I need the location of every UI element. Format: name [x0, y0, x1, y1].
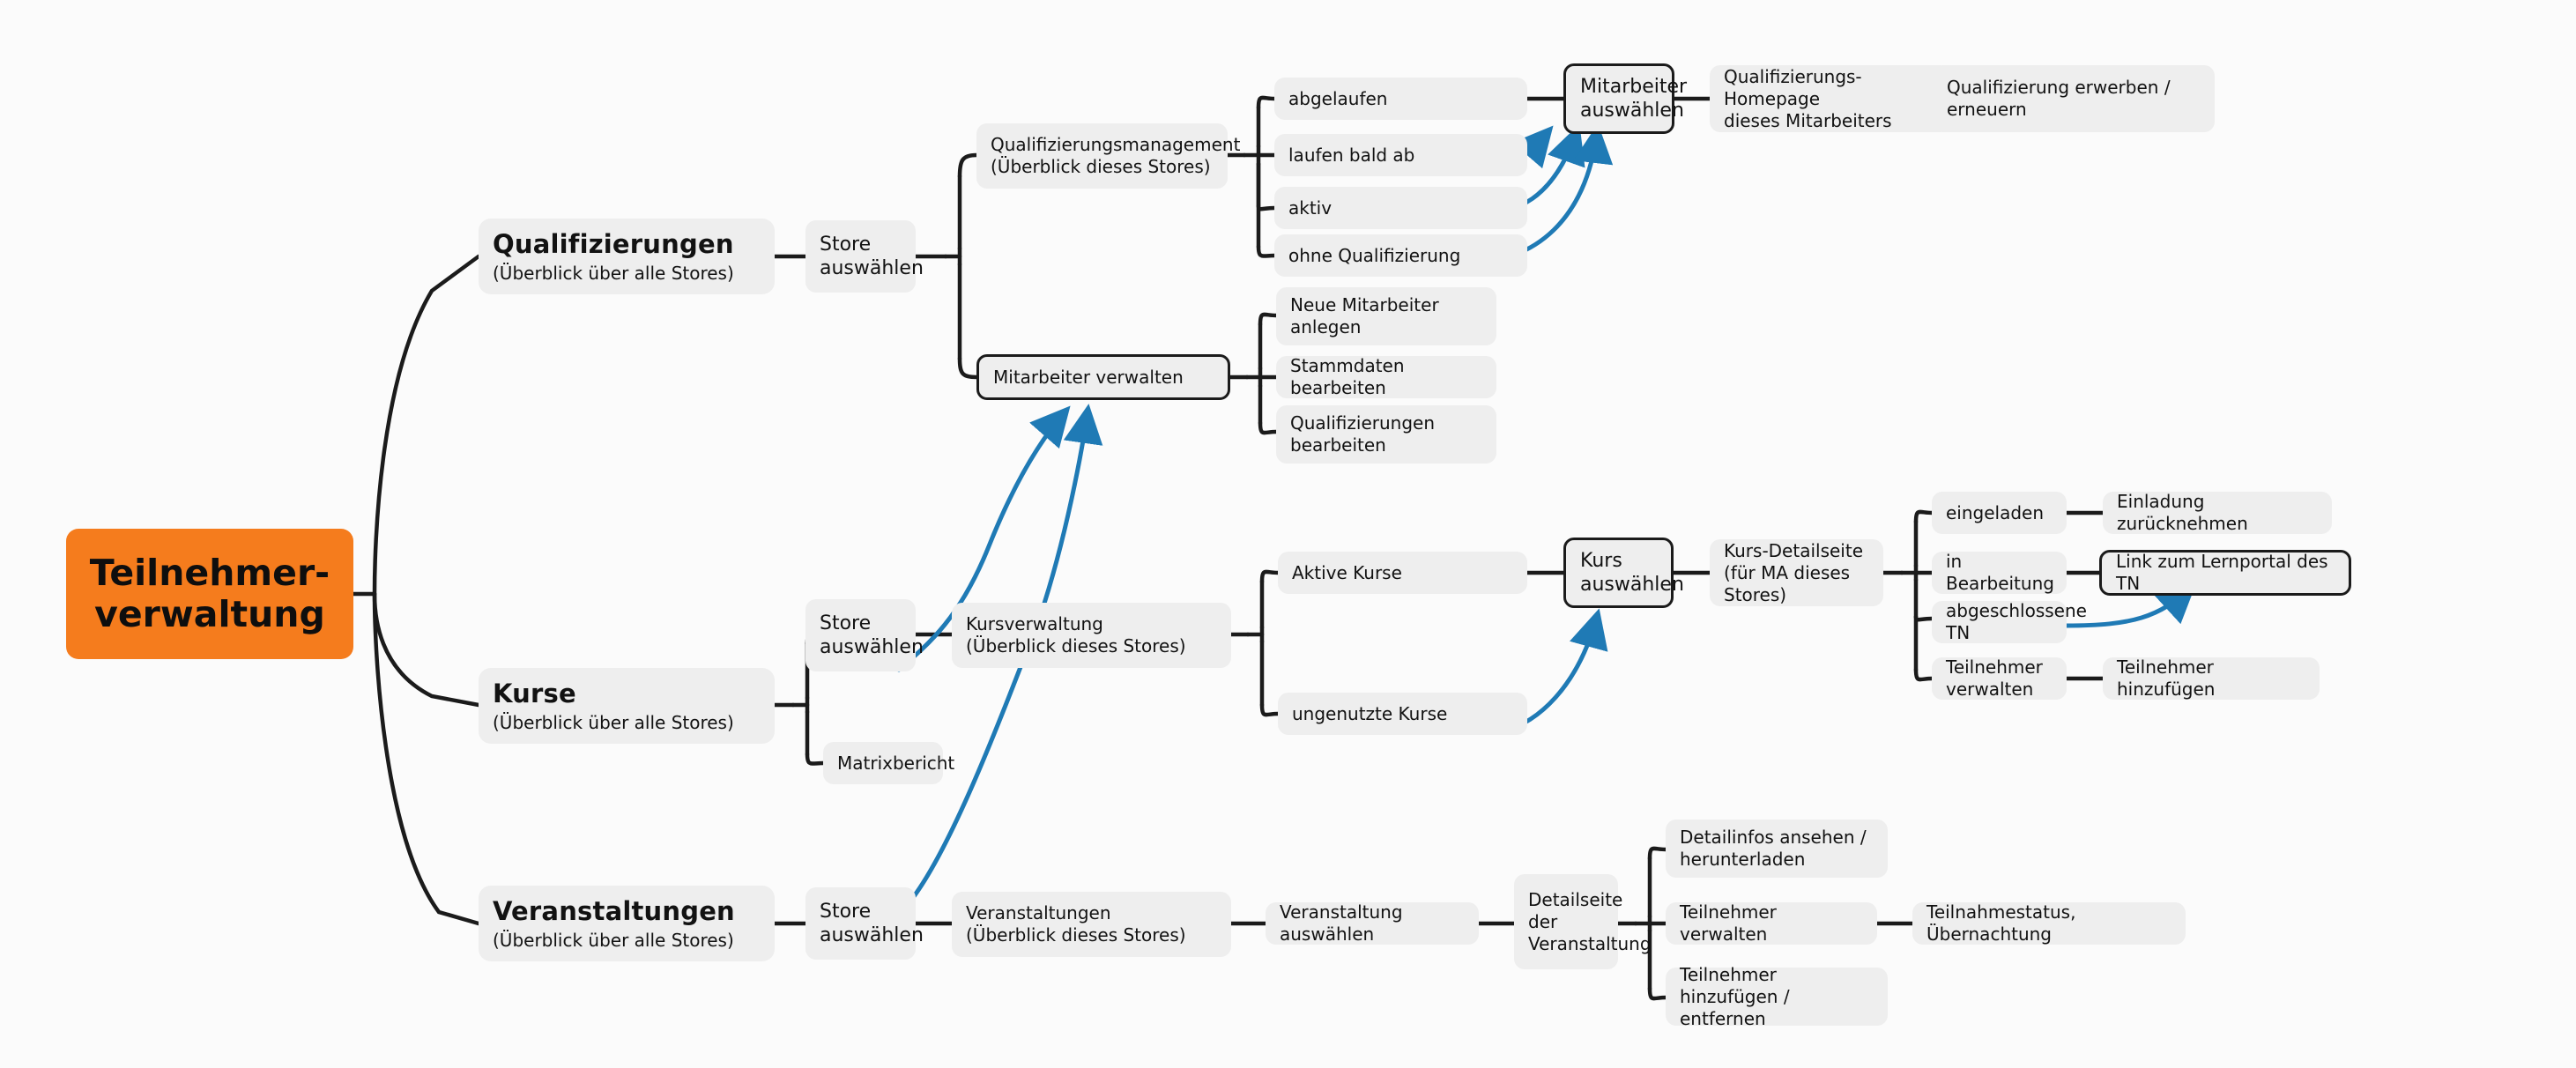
qual-state-ohne-qualifizierung[interactable]: ohne Qualifizierung: [1274, 234, 1527, 277]
ma-action-line2: anlegen: [1290, 316, 1362, 337]
qual-state-label: laufen bald ab: [1288, 144, 1415, 166]
tn-action-teilnehmer-hinzufuegen[interactable]: Teilnehmer hinzufügen: [2103, 656, 2320, 700]
va-action-detailinfos[interactable]: Detailinfos ansehen / herunterladen: [1666, 820, 1888, 878]
qualifizierung-erwerben-erneuern[interactable]: Qualifizierung erwerben / erneuern: [1933, 65, 2215, 132]
erwerben-line2: erneuern: [1947, 99, 2027, 120]
qm-line2: (Überblick dieses Stores): [991, 156, 1211, 177]
kurse-matrixbericht[interactable]: Matrixbericht: [823, 742, 955, 784]
qual-state-label: aktiv: [1288, 197, 1333, 219]
tn-state-label: Teilnehmer verwalten: [1946, 656, 2043, 700]
branch-veranstaltungen-title: Veranstaltungen: [493, 896, 735, 927]
ma-action-line1: Neue Mitarbeiter: [1290, 294, 1439, 315]
root-title-line1: Teilnehmer-: [89, 551, 330, 594]
ma-line1: Mitarbeiter: [1580, 75, 1688, 98]
mitarbeiter-auswaehlen[interactable]: Mitarbeiter auswählen: [1563, 63, 1688, 134]
kurs-auswaehlen[interactable]: Kurs auswählen: [1563, 538, 1684, 608]
qm-line1: Qualifizierungsmanagement: [991, 134, 1241, 155]
qual-state-abgelaufen[interactable]: abgelaufen: [1274, 78, 1527, 120]
qual-state-laufen-bald-ab[interactable]: laufen bald ab: [1274, 134, 1527, 176]
qualifizierungs-homepage[interactable]: Qualifizierungs-Homepage dieses Mitarbei…: [1710, 65, 1950, 132]
va-action-line1: Detailinfos ansehen /: [1680, 827, 1867, 848]
kurs-detailseite[interactable]: Kurs-Detailseite (für MA dieses Stores): [1710, 539, 1883, 606]
tn-state-label: abgeschlossene TN: [1946, 600, 2087, 643]
matrixbericht-label: Matrixbericht: [837, 752, 955, 774]
qual-state-label: abgelaufen: [1288, 87, 1388, 109]
va-teilnahmestatus-label: Teilnahmestatus, Übernachtung: [1926, 901, 2076, 945]
ma-action-neue-mitarbeiter-anlegen[interactable]: Neue Mitarbeiter anlegen: [1276, 287, 1496, 345]
veranstaltungen-uebersicht-line2: (Überblick dieses Stores): [966, 924, 1186, 946]
veranstaltung-auswaehlen-label: Veranstaltung auswählen: [1280, 901, 1403, 945]
branch-qualifizierungen[interactable]: Qualifizierungen (Überblick über alle St…: [479, 219, 775, 294]
store-line2: auswählen: [820, 924, 924, 946]
veranstaltung-auswaehlen[interactable]: Veranstaltung auswählen: [1266, 901, 1479, 945]
branch-kurse-title: Kurse: [493, 679, 576, 709]
detailseite-line3: Veranstaltung: [1528, 932, 1652, 954]
kurs-state-label: Aktive Kurse: [1292, 561, 1402, 583]
veranstaltungen-uebersicht[interactable]: Veranstaltungen (Überblick dieses Stores…: [952, 892, 1231, 957]
kursverwaltung-line2: (Überblick dieses Stores): [966, 635, 1186, 656]
mitarbeiter-verwalten[interactable]: Mitarbeiter verwalten: [976, 354, 1230, 400]
ma-line2: auswählen: [1580, 100, 1684, 122]
store-line1: Store: [820, 900, 872, 923]
kurs-state-ungenutzte-kurse[interactable]: ungenutzte Kurse: [1278, 693, 1527, 735]
detailseite-line1: Detailseite: [1528, 888, 1623, 910]
veranstaltungen-uebersicht-line1: Veranstaltungen: [966, 902, 1111, 923]
qualifizierungen-store-auswaehlen[interactable]: Store auswählen: [805, 220, 924, 293]
tn-state-label: in Bearbeitung: [1946, 551, 2054, 594]
kurs-detailseite-line1: Kurs-Detailseite: [1724, 539, 1863, 561]
qualifizierungsmanagement[interactable]: Qualifizierungsmanagement (Überblick die…: [976, 123, 1241, 189]
tn-state-abgeschlossene-tn[interactable]: abgeschlossene TN: [1932, 600, 2087, 643]
tn-action-link-lernportal[interactable]: Link zum Lernportal des TN: [2099, 550, 2351, 596]
tn-action-label: Einladung zurücknehmen: [2117, 491, 2248, 534]
ma-action-line2: bearbeiten: [1290, 434, 1386, 456]
store-line1: Store: [820, 612, 872, 634]
va-action-teilnehmer-hinzufuegen[interactable]: Teilnehmer hinzufügen / entfernen: [1666, 964, 1888, 1029]
store-line2: auswählen: [820, 257, 924, 279]
veranstaltungen-store-auswaehlen[interactable]: Store auswählen: [805, 887, 924, 960]
homepage-line1: Qualifizierungs-Homepage: [1724, 65, 1862, 109]
kursverwaltung[interactable]: Kursverwaltung (Überblick dieses Stores): [952, 603, 1231, 668]
va-action-line1: Teilnehmer verwalten: [1680, 901, 1777, 945]
branch-veranstaltungen-subtitle: (Überblick über alle Stores): [493, 929, 734, 951]
qual-state-aktiv[interactable]: aktiv: [1274, 187, 1527, 229]
kurs-auswaehlen-line2: auswählen: [1580, 574, 1684, 596]
tn-action-label: Teilnehmer hinzufügen: [2117, 656, 2216, 700]
root-title-line2: verwaltung: [94, 593, 325, 635]
branch-veranstaltungen[interactable]: Veranstaltungen (Überblick über alle Sto…: [479, 886, 775, 961]
tn-state-eingeladen[interactable]: eingeladen: [1932, 492, 2067, 534]
branch-kurse-subtitle: (Überblick über alle Stores): [493, 711, 734, 733]
ma-action-line1: Qualifizierungen: [1290, 412, 1435, 434]
tn-action-label: Link zum Lernportal des TN: [2116, 551, 2328, 594]
tn-action-einladung-zuruecknehmen[interactable]: Einladung zurücknehmen: [2103, 491, 2332, 534]
ma-action-line1: Stammdaten bearbeiten: [1290, 355, 1405, 398]
store-line2: auswählen: [820, 636, 924, 658]
kursverwaltung-line1: Kursverwaltung: [966, 613, 1103, 634]
kurs-detailseite-line2: (für MA dieses Stores): [1724, 561, 1851, 605]
erwerben-line1: Qualifizierung erwerben /: [1947, 77, 2171, 98]
ma-action-qualifizierungen-bearbeiten[interactable]: Qualifizierungen bearbeiten: [1276, 405, 1496, 464]
root-node[interactable]: Teilnehmer- verwaltung: [66, 529, 353, 659]
kurs-state-label: ungenutzte Kurse: [1292, 702, 1448, 724]
tn-state-in-bearbeitung[interactable]: in Bearbeitung: [1932, 551, 2067, 594]
va-action-line2: entfernen: [1680, 1007, 1766, 1029]
branch-qualifizierungen-title: Qualifizierungen: [493, 229, 734, 260]
detailseite-line2: der: [1528, 910, 1558, 932]
branch-qualifizierungen-subtitle: (Überblick über alle Stores): [493, 262, 734, 284]
mitarbeiter-verwalten-label: Mitarbeiter verwalten: [993, 366, 1184, 388]
ma-action-stammdaten-bearbeiten[interactable]: Stammdaten bearbeiten: [1276, 355, 1496, 398]
va-action-line1: Teilnehmer hinzufügen /: [1680, 963, 1790, 1007]
kurse-store-auswaehlen[interactable]: Store auswählen: [805, 599, 924, 671]
tn-state-teilnehmer-verwalten[interactable]: Teilnehmer verwalten: [1932, 656, 2067, 700]
branch-kurse[interactable]: Kurse (Überblick über alle Stores): [479, 668, 775, 744]
kurs-auswaehlen-line1: Kurs: [1580, 549, 1622, 572]
homepage-line2: dieses Mitarbeiters: [1724, 109, 1892, 131]
qual-state-label: ohne Qualifizierung: [1288, 244, 1461, 266]
va-teilnahmestatus[interactable]: Teilnahmestatus, Übernachtung: [1912, 901, 2186, 945]
va-action-teilnehmer-verwalten[interactable]: Teilnehmer verwalten: [1666, 901, 1877, 945]
kurs-state-aktive-kurse[interactable]: Aktive Kurse: [1278, 552, 1527, 594]
tn-state-label: eingeladen: [1946, 501, 2045, 523]
veranstaltung-detailseite[interactable]: Detailseite der Veranstaltung: [1514, 874, 1652, 969]
va-action-line2: herunterladen: [1680, 849, 1806, 870]
store-line1: Store: [820, 233, 872, 256]
